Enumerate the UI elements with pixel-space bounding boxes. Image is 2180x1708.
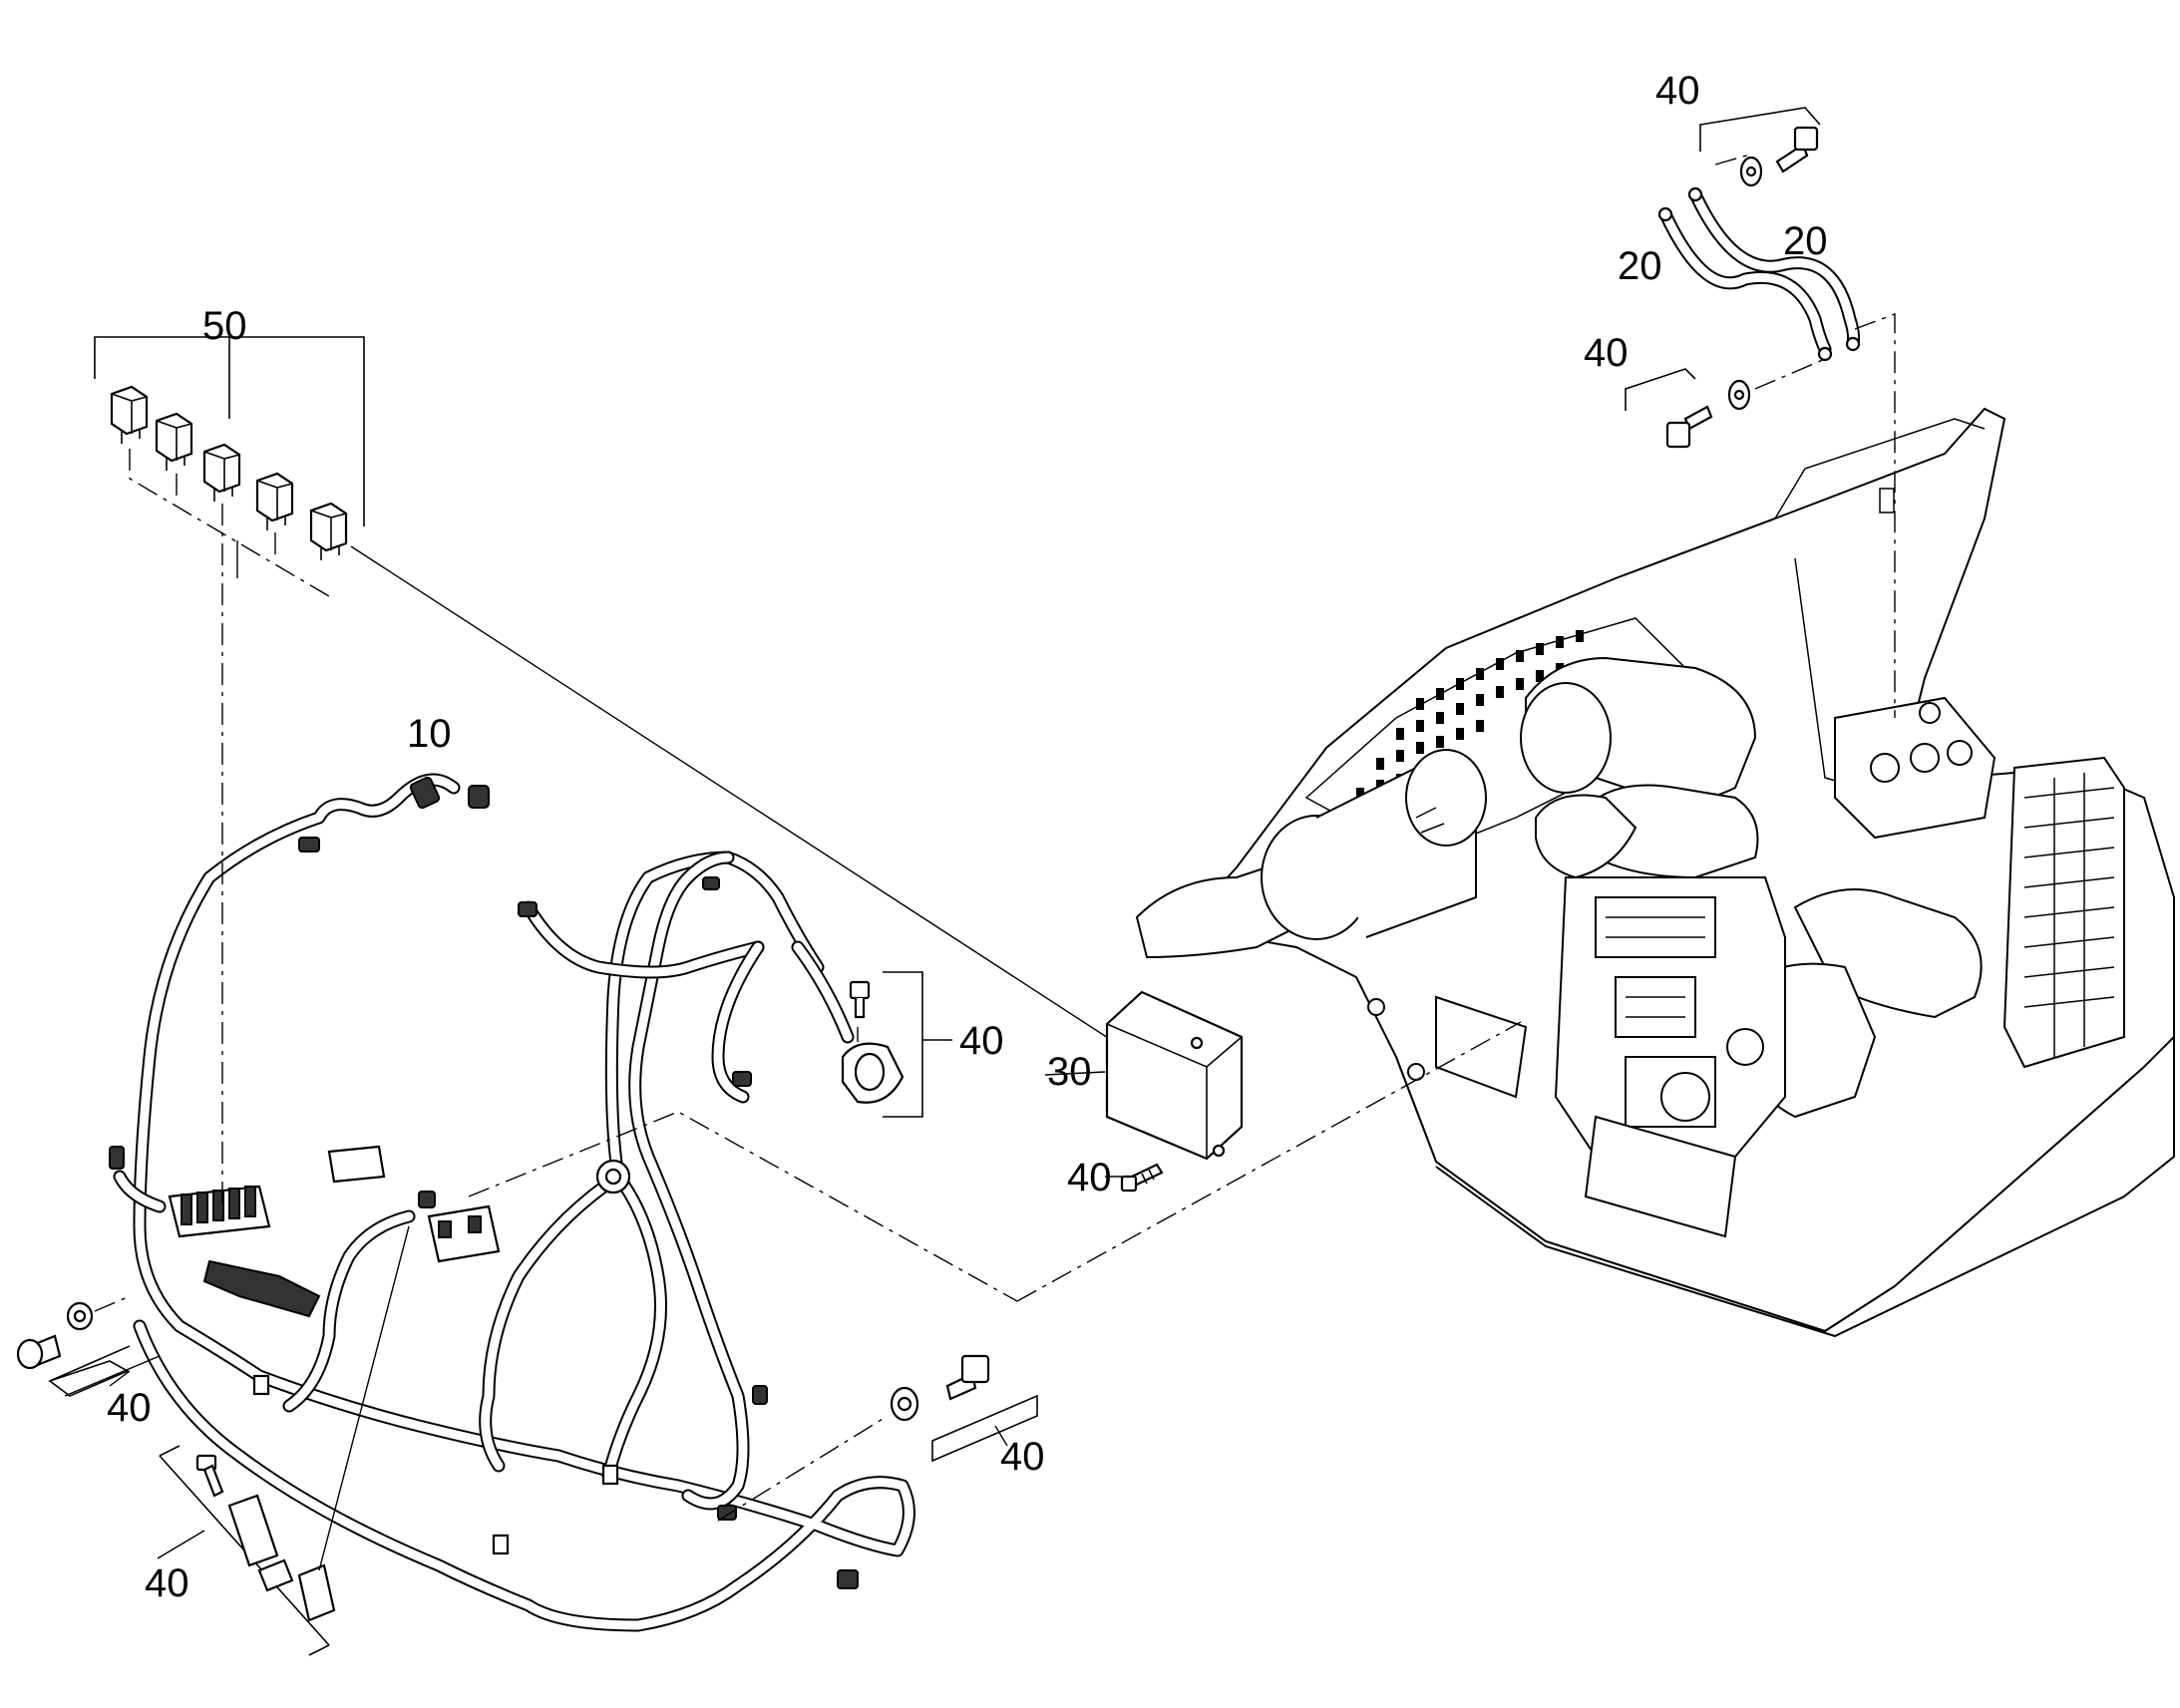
engine-block	[1554, 876, 1786, 1158]
ground-straps	[1657, 154, 1896, 718]
relay-2	[155, 412, 193, 471]
callout-fastener-top-washer-bolt: 40	[1655, 69, 1700, 113]
callout-control-box: 30	[1047, 1050, 1092, 1094]
radiator	[2002, 756, 2125, 1069]
callout-fastener-bottom-clip: 40	[145, 1561, 189, 1605]
engine-compartment-illustration	[1135, 407, 2175, 1338]
left-bolt-group	[16, 1295, 161, 1397]
bottom-clip-group	[159, 1225, 410, 1656]
callout-fastener-top-bolt-washer: 40	[1584, 331, 1629, 375]
coolant-reservoir	[1834, 696, 1997, 840]
callout-relays: 50	[202, 304, 247, 348]
relay-1	[110, 385, 149, 444]
right-bolt-group	[717, 1354, 1038, 1522]
relay-group	[94, 336, 1123, 1206]
callout-fastener-right-bolt: 40	[1000, 1435, 1045, 1479]
control-box	[1016, 990, 1522, 1302]
callout-strap-left: 20	[1618, 244, 1662, 288]
strap-bolt-group	[1625, 358, 1826, 449]
box-screw	[1120, 1163, 1164, 1193]
fuse-block	[168, 1185, 321, 1318]
callout-fastener-left-bolt: 40	[107, 1386, 152, 1430]
connector-block-middle	[327, 1145, 501, 1263]
top-bolt-group	[1699, 107, 1821, 187]
clamp-group	[841, 971, 952, 1118]
callout-fastener-clamp: 40	[959, 1019, 1004, 1063]
relay-3	[202, 443, 241, 502]
callout-fastener-box-screw: 40	[1067, 1156, 1112, 1199]
callout-harness: 10	[407, 712, 452, 756]
relay-5	[309, 502, 348, 560]
air-intake	[1135, 749, 1487, 959]
relay-4	[255, 472, 294, 530]
wiring-harness	[109, 773, 915, 1632]
callout-strap-right: 20	[1783, 219, 1828, 263]
front-panel	[1367, 995, 2175, 1338]
